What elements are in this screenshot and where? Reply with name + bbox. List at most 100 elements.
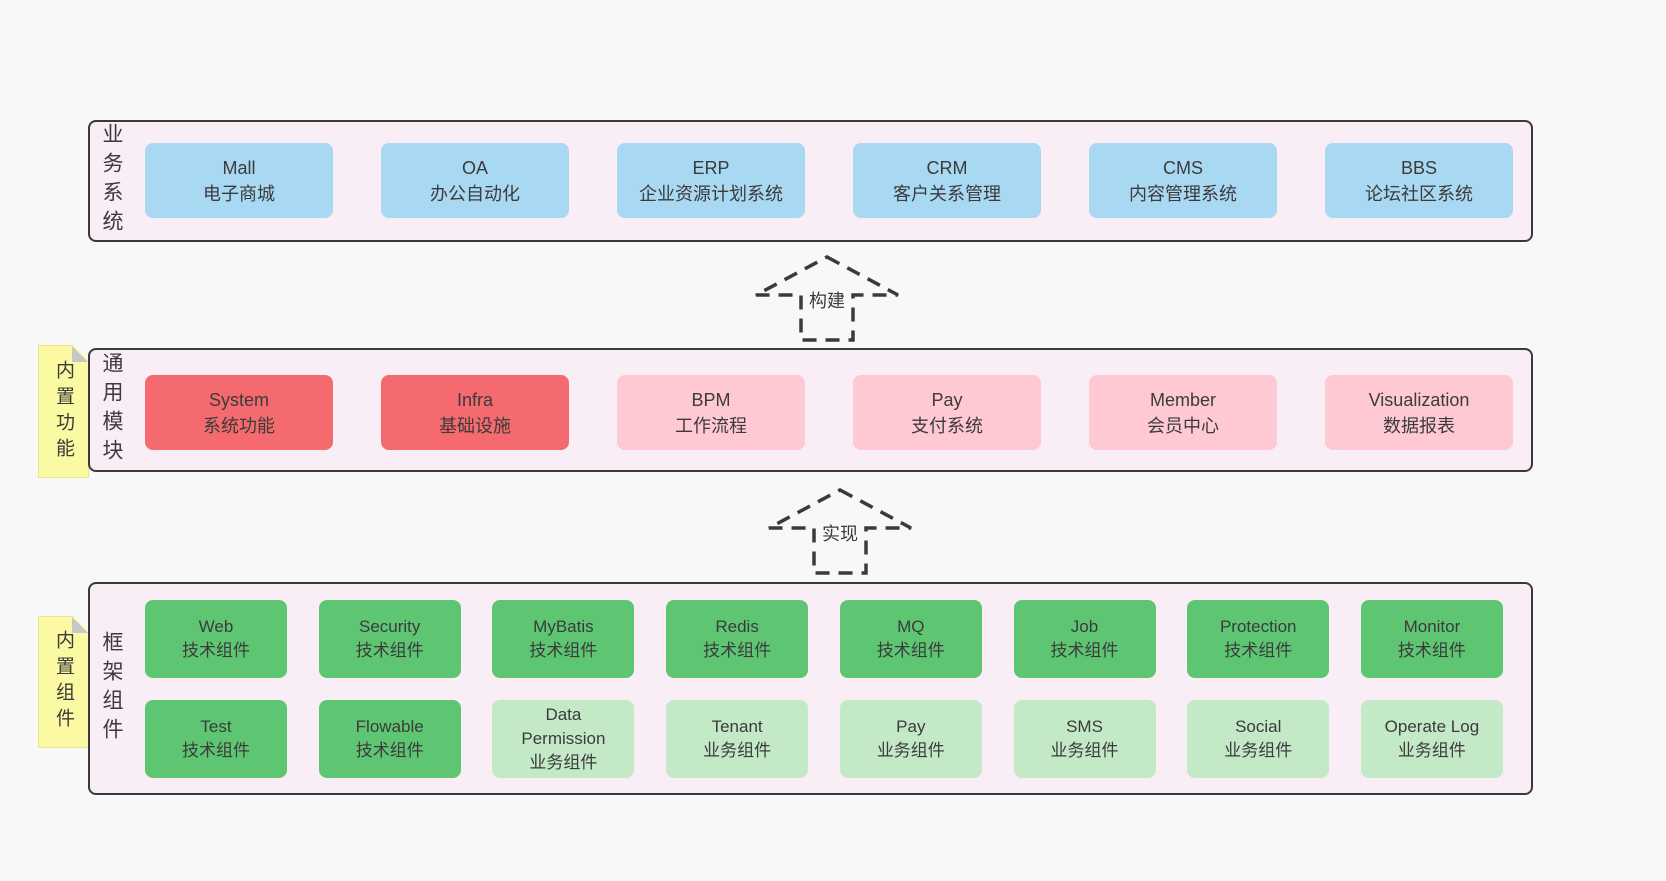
box-title: MQ [897, 617, 925, 636]
box-title: Visualization [1368, 389, 1470, 410]
arrow-label-build: 构建 [805, 286, 849, 314]
box-title: Job [1070, 617, 1099, 636]
box-subtitle: 技术组件 [1050, 641, 1119, 660]
module-box-oa: OA 办公自动化 [381, 143, 569, 218]
panel-label-common-modules: 通用模块 [100, 352, 123, 468]
component-box-protection: Protection 技术组件 [1187, 600, 1330, 678]
panel-business-systems: 业务系统 Mall 电子商城 OA 办公自动化 ERP 企业资源计划系统 CRM… [88, 120, 1533, 242]
box-subtitle: 技术组件 [1397, 641, 1466, 660]
box-subtitle: 技术组件 [1224, 641, 1293, 660]
sticky-note-built-in-features: 内置功能 [38, 345, 89, 478]
module-box-member: Member 会员中心 [1089, 375, 1277, 450]
fold-corner-icon [72, 346, 88, 362]
box-subtitle: 电子商城 [203, 183, 275, 204]
box-title: Member [1149, 389, 1216, 410]
framework-box-row-2: Test 技术组件 Flowable 技术组件 Data Permission … [145, 700, 1503, 778]
box-subtitle: 技术组件 [355, 741, 424, 760]
component-box-tenant: Tenant 业务组件 [666, 700, 809, 778]
box-title: Tenant [711, 717, 763, 736]
dashed-up-arrow-icon [755, 255, 899, 342]
modules-box-row: System 系统功能 Infra 基础设施 BPM 工作流程 Pay 支付系统… [145, 375, 1513, 450]
module-box-crm: CRM 客户关系管理 [853, 143, 1041, 218]
component-box-social: Social 业务组件 [1187, 700, 1330, 778]
box-title: System [208, 389, 269, 410]
component-box-flowable: Flowable 技术组件 [318, 700, 461, 778]
box-title: Infra [456, 389, 494, 410]
box-subtitle: 论坛社区系统 [1365, 183, 1473, 204]
fold-corner-icon [72, 617, 88, 633]
component-box-test: Test 技术组件 [145, 700, 287, 778]
box-title: CRM [926, 157, 968, 178]
component-box-web: Web 技术组件 [145, 600, 287, 678]
box-subtitle: 业务组件 [529, 753, 598, 772]
component-box-operate-log: Operate Log 业务组件 [1360, 700, 1503, 778]
box-subtitle: 业务组件 [1397, 741, 1466, 760]
box-subtitle: 系统功能 [203, 415, 275, 436]
sticky-note-built-in-components: 内置组件 [38, 616, 89, 748]
sticky-note-label: 内置功能 [53, 359, 74, 464]
module-box-mall: Mall 电子商城 [145, 143, 333, 218]
arrow-label-implement: 实现 [818, 519, 862, 547]
box-subtitle: 技术组件 [182, 741, 250, 760]
box-subtitle: 业务组件 [876, 741, 945, 760]
module-box-bpm: BPM 工作流程 [617, 375, 805, 450]
box-title: OA [461, 157, 488, 178]
box-subtitle: 技术组件 [876, 641, 945, 660]
box-subtitle: 技术组件 [703, 641, 772, 660]
box-title: Pay [896, 717, 926, 736]
box-title: Test [200, 717, 232, 736]
box-subtitle: 支付系统 [911, 415, 983, 436]
box-title: ERP [692, 157, 730, 178]
box-subtitle: 技术组件 [529, 641, 598, 660]
dashed-up-arrow-build: 构建 [752, 252, 902, 344]
box-title: Security [358, 617, 421, 636]
box-subtitle: 业务组件 [1050, 741, 1119, 760]
module-box-system: System 系统功能 [145, 375, 333, 450]
sticky-note-label: 内置组件 [53, 630, 74, 734]
component-box-mq: MQ 技术组件 [839, 600, 982, 678]
box-title: Data Permission [521, 705, 606, 748]
component-box-monitor: Monitor 技术组件 [1360, 600, 1503, 678]
box-subtitle: 企业资源计划系统 [639, 183, 783, 204]
component-box-sms: SMS 业务组件 [1013, 700, 1156, 778]
box-title: Mall [222, 157, 256, 178]
component-box-mybatis: MyBatis 技术组件 [492, 600, 635, 678]
box-title: Web [198, 617, 234, 636]
box-title: Protection [1219, 617, 1297, 636]
panel-label-framework-components: 框架组件 [100, 630, 123, 747]
component-box-security: Security 技术组件 [318, 600, 461, 678]
panel-common-modules: 通用模块 System 系统功能 Infra 基础设施 BPM 工作流程 Pay… [88, 348, 1533, 472]
component-box-data-permission: Data Permission 业务组件 [492, 700, 635, 778]
framework-box-row-1: Web 技术组件 Security 技术组件 MyBatis 技术组件 Redi… [145, 600, 1503, 678]
box-title: MyBatis [533, 617, 594, 636]
box-subtitle: 客户关系管理 [893, 183, 1001, 204]
component-box-redis: Redis 技术组件 [666, 600, 809, 678]
box-subtitle: 工作流程 [675, 415, 747, 436]
business-box-row: Mall 电子商城 OA 办公自动化 ERP 企业资源计划系统 CRM 客户关系… [145, 143, 1513, 218]
box-subtitle: 数据报表 [1383, 415, 1455, 436]
box-title: BBS [1400, 157, 1438, 178]
box-title: CMS [1163, 157, 1203, 178]
box-subtitle: 业务组件 [1224, 741, 1293, 760]
box-title: Redis [715, 617, 759, 636]
panel-framework-components: 框架组件 Web 技术组件 Security 技术组件 MyBatis 技术组件… [88, 582, 1533, 795]
box-title: Social [1235, 717, 1282, 736]
module-box-bbs: BBS 论坛社区系统 [1325, 143, 1513, 218]
box-subtitle: 技术组件 [355, 641, 424, 660]
box-subtitle: 会员中心 [1147, 415, 1219, 436]
module-box-visualization: Visualization 数据报表 [1325, 375, 1513, 450]
module-box-erp: ERP 企业资源计划系统 [617, 143, 805, 218]
component-box-pay: Pay 业务组件 [839, 700, 982, 778]
box-title: BPM [691, 389, 731, 410]
box-subtitle: 基础设施 [439, 415, 511, 436]
box-subtitle: 技术组件 [182, 641, 250, 660]
dashed-up-arrow-implement: 实现 [765, 485, 915, 577]
box-subtitle: 办公自动化 [430, 183, 520, 204]
dashed-up-arrow-icon [768, 488, 912, 575]
module-box-infra: Infra 基础设施 [381, 375, 569, 450]
module-box-cms: CMS 内容管理系统 [1089, 143, 1277, 218]
box-subtitle: 业务组件 [703, 741, 772, 760]
panel-label-business-systems: 业务系统 [100, 123, 123, 239]
box-title: Operate Log [1384, 717, 1480, 736]
